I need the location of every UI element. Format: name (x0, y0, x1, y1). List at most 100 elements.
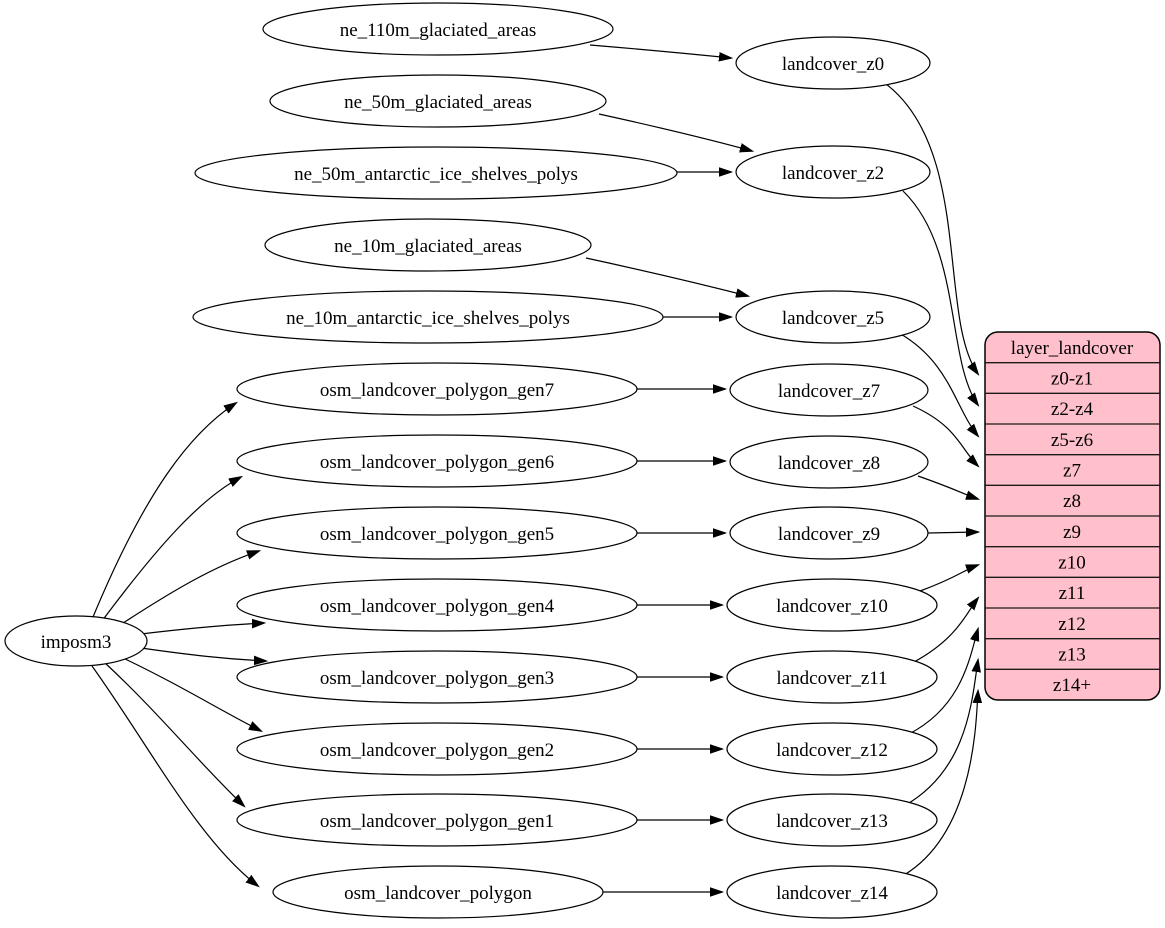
edge-imposm3-to-gen4 (140, 623, 264, 635)
node-label: landcover_z5 (782, 308, 884, 329)
node-ellipse (236, 650, 638, 704)
node-ellipse (4, 615, 148, 667)
node-label: landcover_z8 (778, 453, 880, 474)
edge-z10-to-row-z10 (919, 565, 978, 592)
node-landcover_z12: landcover_z12 (726, 722, 938, 776)
layer-row-z5-z6: z5-z6 (1051, 430, 1093, 451)
node-osm_landcover_polygon_gen6: osm_landcover_polygon_gen6 (236, 434, 638, 488)
node-label: osm_landcover_polygon_gen4 (320, 596, 555, 617)
node-label: imposm3 (41, 632, 112, 653)
edge-z5-to-row-z5-z6 (898, 332, 978, 436)
edge-z8-to-row-z8 (917, 475, 978, 499)
node-landcover_z7: landcover_z7 (729, 363, 929, 417)
node-label: osm_landcover_polygon_gen1 (320, 811, 554, 832)
node-ellipse (726, 793, 938, 847)
node-label: ne_10m_antarctic_ice_shelves_polys (286, 308, 570, 329)
node-osm_landcover_polygon_gen5: osm_landcover_polygon_gen5 (236, 506, 638, 560)
layer-row-z8: z8 (1063, 491, 1081, 512)
node-label: landcover_z9 (778, 524, 880, 545)
node-ellipse (236, 434, 638, 488)
node-landcover_z9: landcover_z9 (729, 506, 929, 560)
node-label: landcover_z7 (778, 381, 880, 402)
edge-z13-to-row-z13 (903, 660, 978, 807)
edge-z7-to-row-z7 (912, 405, 978, 466)
node-ne_50m_antarctic_ice_shelves_polys: ne_50m_antarctic_ice_shelves_polys (194, 146, 678, 200)
node-label: landcover_z14 (776, 883, 888, 904)
node-ellipse (729, 506, 929, 560)
node-ellipse (726, 578, 938, 632)
node-ellipse (236, 793, 638, 847)
node-label: landcover_z2 (782, 163, 884, 184)
node-ellipse (264, 218, 592, 272)
node-osm_landcover_polygon_gen1: osm_landcover_polygon_gen1 (236, 793, 638, 847)
edge-group (91, 44, 978, 892)
node-ellipse (726, 722, 938, 776)
node-ne_110m_glaciated_areas: ne_110m_glaciated_areas (262, 2, 614, 56)
node-imposm3: imposm3 (4, 615, 148, 667)
node-ellipse (726, 865, 938, 919)
node-label: landcover_z0 (782, 54, 884, 75)
node-osm_landcover_polygon_gen7: osm_landcover_polygon_gen7 (236, 362, 638, 416)
node-label: ne_10m_glaciated_areas (334, 236, 522, 257)
layer-row-z7: z7 (1063, 461, 1081, 482)
edge-imposm3-to-gen5 (116, 551, 259, 628)
node-layer_landcover: layer_landcover z0-z1 z2-z4 z5-z6 z7 z8 … (984, 331, 1161, 701)
node-ellipse (236, 578, 638, 632)
node-label: osm_landcover_polygon (344, 883, 532, 904)
node-ellipse (236, 722, 638, 776)
edge-ne10m-glaciated-to-z5 (585, 257, 748, 296)
node-label: ne_50m_glaciated_areas (344, 92, 532, 113)
node-landcover_z14: landcover_z14 (726, 865, 938, 919)
node-ellipse (735, 36, 931, 90)
node-ellipse (236, 362, 638, 416)
layer-row-z9: z9 (1063, 522, 1081, 543)
edge-ne50m-glaciated-to-z2 (598, 113, 752, 151)
node-ellipse (735, 290, 931, 344)
node-ne_10m_glaciated_areas: ne_10m_glaciated_areas (264, 218, 592, 272)
edge-imposm3-to-gen1 (103, 661, 244, 806)
edge-z2-to-row-z2-z4 (902, 190, 978, 405)
layer-record-title: layer_landcover (1011, 338, 1134, 359)
node-landcover_z2: landcover_z2 (735, 145, 931, 199)
node-landcover_z10: landcover_z10 (726, 578, 938, 632)
edge-z12-to-row-z12 (908, 629, 978, 735)
node-label: osm_landcover_polygon_gen5 (320, 524, 554, 545)
edge-imposm3-to-gen6 (101, 477, 241, 622)
edge-z9-to-row-z9 (927, 532, 978, 533)
edge-z14-to-row-z14plus (898, 691, 978, 879)
node-ellipse (194, 146, 678, 200)
node-ellipse (272, 865, 604, 919)
node-label: osm_landcover_polygon_gen2 (320, 740, 554, 761)
node-ellipse (236, 506, 638, 560)
node-landcover_z5: landcover_z5 (735, 290, 931, 344)
edge-imposm3-to-gen7 (92, 403, 236, 618)
node-label: ne_50m_antarctic_ice_shelves_polys (294, 164, 578, 185)
node-landcover_z11: landcover_z11 (726, 650, 938, 704)
node-osm_landcover_polygon: osm_landcover_polygon (272, 865, 604, 919)
node-osm_landcover_polygon_gen3: osm_landcover_polygon_gen3 (236, 650, 638, 704)
node-ellipse (729, 363, 929, 417)
node-osm_landcover_polygon_gen2: osm_landcover_polygon_gen2 (236, 722, 638, 776)
edge-ne110m-to-z0 (589, 44, 731, 58)
layer-row-z2-z4: z2-z4 (1051, 399, 1094, 420)
node-ellipse (726, 650, 938, 704)
node-ellipse (735, 145, 931, 199)
node-label: ne_110m_glaciated_areas (340, 20, 537, 41)
node-label: osm_landcover_polygon_gen7 (320, 380, 554, 401)
node-landcover_z0: landcover_z0 (735, 36, 931, 90)
node-ellipse (729, 435, 929, 489)
node-ellipse (269, 74, 607, 128)
node-ellipse (192, 290, 664, 344)
node-label: osm_landcover_polygon_gen6 (320, 452, 554, 473)
layer-row-z12: z12 (1058, 614, 1085, 635)
layer-row-z10: z10 (1058, 553, 1085, 574)
layer-row-z14plus: z14+ (1053, 675, 1091, 696)
node-label: landcover_z13 (776, 811, 888, 832)
node-label: osm_landcover_polygon_gen3 (320, 668, 554, 689)
edge-imposm3-to-gen3 (140, 647, 266, 661)
node-label: landcover_z11 (776, 668, 887, 689)
layer-row-z11: z11 (1059, 583, 1086, 604)
node-label: landcover_z12 (776, 740, 888, 761)
